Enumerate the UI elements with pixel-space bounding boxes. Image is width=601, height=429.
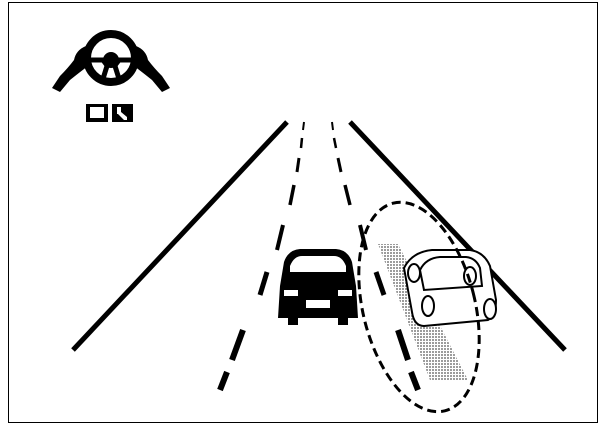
service-wrench-icon: [112, 104, 133, 122]
adjacent-vehicle: [404, 250, 496, 326]
book-icon: [86, 104, 108, 122]
own-vehicle: [278, 249, 358, 325]
steering-wheel-hands-icon: [52, 34, 170, 92]
